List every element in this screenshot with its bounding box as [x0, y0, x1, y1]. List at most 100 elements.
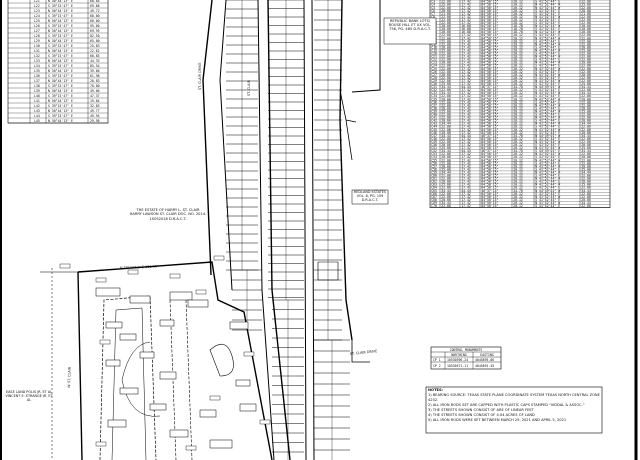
curve-table-cell: S 41°52'44" E [535, 33, 560, 37]
curve-table-cell: C53 [431, 152, 437, 156]
curve-table-cell: C43 [431, 122, 437, 126]
curve-table-cell: 22.00 [441, 100, 451, 104]
curve-table-cell: 84°50'15" [481, 91, 498, 95]
curve-table-cell: 20.12 [513, 146, 523, 150]
structure [139, 351, 155, 359]
curve-table-cell: 25.00 [441, 146, 451, 150]
left-table-distance: 47.37 [90, 94, 100, 98]
curve-table-cell: 34.44 [441, 170, 451, 174]
curve-table-cell: S 41°52'44" E [535, 82, 560, 86]
curve-table-cell: 25.00 [441, 109, 451, 113]
curve-table-cell: 22.00 [581, 140, 591, 144]
curve-table-cell: S 41°52'44" E [535, 27, 560, 31]
left-table-bearing: N 50°44'13" E [48, 19, 73, 23]
curve-table-cell: 20.12 [513, 167, 523, 171]
left-table-distance: 82.50 [90, 34, 100, 38]
curve-table-cell: S 41°52'44" E [535, 186, 560, 190]
curve-table-cell: 84°50'15" [481, 106, 498, 110]
estate-label: THE ESTATE OF HARRY L. ST. CLAIR [136, 208, 200, 212]
curve-table-cell: 34.44 [441, 149, 451, 153]
curve-table-cell: 34.70 [513, 149, 523, 153]
curve-table-cell: 22.00 [441, 174, 451, 178]
curve-table-cell: C27 [431, 73, 437, 77]
left-table-bearing: S 39°15'47" E [48, 14, 73, 18]
curve-table-cell: 17.42 [461, 45, 471, 49]
curve-table-cell: C20 [431, 52, 437, 56]
curve-table-cell: 20.12 [513, 82, 523, 86]
left-table-id: L28 [34, 34, 40, 38]
curve-table-cell: S 41°52'44" E [535, 94, 560, 98]
left-table-distance: 60.00 [90, 19, 100, 23]
curve-table-cell: 84°50'15" [481, 174, 498, 178]
left-table-distance: 69.95 [90, 29, 100, 33]
curve-table-cell: 22.00 [581, 36, 591, 40]
curve-table-cell: 17.42 [461, 36, 471, 40]
left-table-distance: 69.86 [90, 4, 100, 8]
curve-table-cell: 17.42 [461, 183, 471, 187]
curve-table-cell: 22.00 [441, 0, 451, 4]
curve-table-cell: S 41°52'44" E [535, 137, 560, 141]
left-table-distance: 49.94 [90, 114, 100, 118]
curve-table-cell: C62 [431, 180, 437, 184]
curve-table-cell: 17.42 [461, 186, 471, 190]
curve-table-cell: 22.00 [581, 94, 591, 98]
curve-table-cell: C65 [431, 189, 437, 193]
curve-table-cell: 84°50'15" [481, 67, 498, 71]
left-table-bearing: S 39°15'47" E [48, 104, 73, 108]
curve-table-cell: 84°50'15" [481, 198, 498, 202]
curve-table-cell: C47 [431, 134, 437, 138]
curve-table-cell: 22.00 [441, 39, 451, 43]
structure [95, 287, 121, 297]
left-table-bearing: S 39°15'47" E [48, 24, 73, 28]
curve-table-cell: 20.12 [513, 158, 523, 162]
curve-table-cell: C69 [431, 201, 437, 205]
curve-table-cell: S 41°52'44" E [535, 0, 560, 1]
control-row-2-easting: 4045891.45 [475, 364, 494, 368]
curve-table-cell: 20.12 [513, 183, 523, 187]
curve-table-cell: C63 [431, 183, 437, 187]
curve-table-cell: 22.00 [441, 94, 451, 98]
curve-table-cell: 22.00 [581, 33, 591, 37]
curve-table-cell: 22.00 [581, 195, 591, 199]
curve-table-cell: 22.00 [581, 137, 591, 141]
structure [159, 319, 175, 327]
curve-table-cell: 84°50'15" [481, 164, 498, 168]
pond [209, 343, 234, 377]
curve-table-cell: 20.00 [441, 9, 451, 13]
curve-table-cell: 84°50'15" [481, 119, 498, 123]
curve-table-cell: 17.42 [461, 128, 471, 132]
curve-table-cell: C31 [431, 85, 437, 89]
curve-table-cell: C22 [431, 58, 437, 62]
curve-table-cell: 22.00 [441, 0, 451, 1]
curve-table-cell: 17.42 [461, 0, 471, 4]
curve-table-cell: C39 [431, 109, 437, 113]
curve-table-cell: 34.44 [581, 189, 591, 193]
curve-table-cell: 22.00 [581, 100, 591, 104]
curve-table-cell: 84°50'15" [481, 97, 498, 101]
curve-table-cell: S 41°52'44" E [535, 9, 560, 13]
curve-table-cell: 17.42 [461, 0, 471, 1]
control-row-1-easting: 4045895.86 [475, 358, 494, 362]
left-table-id: L40 [34, 94, 40, 98]
curve-table-cell: 17.42 [461, 9, 471, 13]
structure [129, 295, 151, 304]
structure [229, 321, 249, 330]
curve-table-cell: N 41°52'44" W [535, 48, 560, 52]
structure [107, 419, 127, 428]
curve-table-cell: 17.42 [461, 42, 471, 46]
curve-table-cell: 84°50'15" [481, 125, 498, 129]
curve-table-cell: 22.00 [441, 125, 451, 129]
curve-table-cell: 22.00 [581, 128, 591, 132]
curve-table-cell: 20.12 [513, 137, 523, 141]
curve-table-cell: 20.00 [581, 9, 591, 13]
curve-table-cell: 20.00 [441, 143, 451, 147]
left-table-bearing: S 39°15'47" E [48, 114, 73, 118]
curve-table-cell: C38 [431, 106, 437, 110]
curve-table-cell: 20.12 [513, 6, 523, 10]
curve-table-cell: 17.42 [461, 164, 471, 168]
curve-table-cell: 20.12 [513, 180, 523, 184]
curve-table-cell: 17.42 [461, 64, 471, 68]
curve-table-cell: 17.42 [461, 91, 471, 95]
curve-table-cell: 17.42 [461, 137, 471, 141]
